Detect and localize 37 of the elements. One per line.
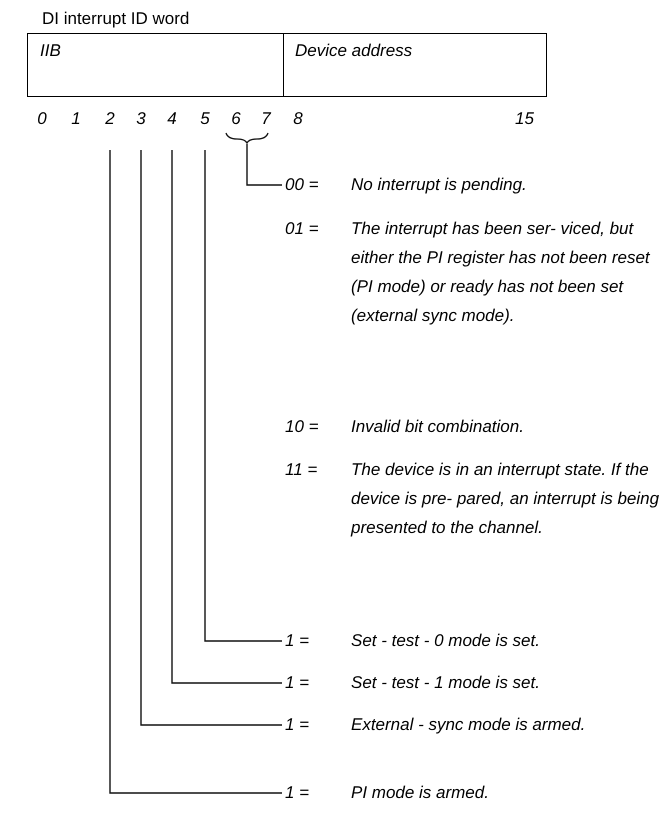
curly-brace: [225, 132, 269, 144]
bit-description: Set - test - 1 mode is set.: [351, 672, 540, 694]
bit-number: 8: [292, 108, 304, 130]
bit-value: 1 =: [285, 630, 310, 652]
bit-description: Invalid bit combination.: [351, 416, 524, 438]
bit-number: 3: [132, 108, 150, 130]
register-field: [27, 33, 284, 97]
bit-number: 1: [70, 108, 82, 130]
field-name: Device address: [295, 41, 412, 60]
bit-description: The device is in an interrupt state. If the device is pre- pared, an interrupt is being presented to the channel.: [351, 459, 660, 539]
leader-line: [204, 150, 282, 642]
bit-number: 5: [196, 108, 214, 130]
bit-description: The interrupt has been ser- viced, but either the PI register has not been reset (PI mode) or ready has not been set (external sync mode).: [351, 218, 652, 327]
bit-description: Set - test - 0 mode is set.: [351, 630, 540, 652]
leader-line: [109, 150, 282, 794]
register-field: [283, 33, 547, 97]
bit-value: 1 =: [285, 714, 310, 736]
bit-value: 1 =: [285, 782, 310, 804]
bit-description: PI mode is armed.: [351, 782, 489, 804]
bit-number: 0: [36, 108, 48, 130]
field-name: IIB: [40, 41, 61, 60]
leader-line: [171, 150, 282, 684]
bit-value: 00 =: [285, 174, 320, 196]
bit-number: 6: [230, 108, 242, 130]
bit-number: 2: [101, 108, 119, 130]
leader-line: [246, 144, 282, 186]
bit-value: 01 =: [285, 218, 320, 240]
diagram-title: DI interrupt ID word: [42, 8, 190, 30]
bit-value: 11 =: [285, 459, 318, 481]
bit-description: External - sync mode is armed.: [351, 714, 586, 736]
bit-number: 15: [515, 108, 533, 130]
leader-line: [140, 150, 282, 726]
bit-number: 4: [163, 108, 181, 130]
bit-description: No interrupt is pending.: [351, 174, 527, 196]
bit-value: 1 =: [285, 672, 310, 694]
bit-value: 10 =: [285, 416, 320, 438]
bit-number: 7: [260, 108, 272, 130]
